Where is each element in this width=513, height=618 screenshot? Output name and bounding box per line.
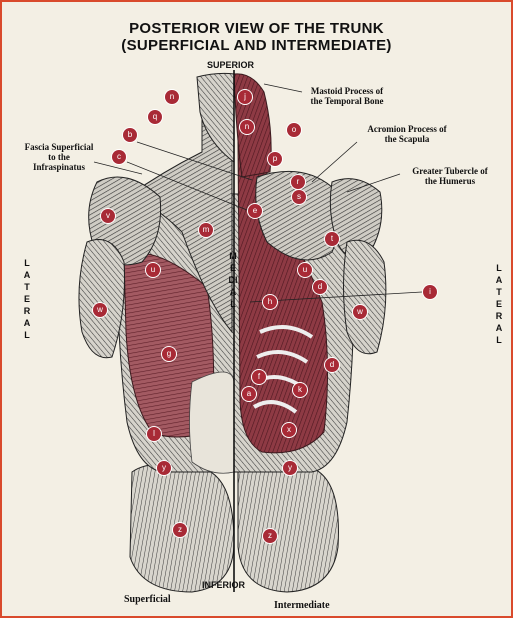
label-marker: z xyxy=(173,523,187,537)
label-marker: q xyxy=(148,110,162,124)
label-marker: d xyxy=(313,280,327,294)
label-marker: x xyxy=(282,423,296,437)
label-marker: i xyxy=(423,285,437,299)
label-marker: y xyxy=(283,461,297,475)
diagram-subtitle: (SUPERFICIAL AND INTERMEDIATE) xyxy=(2,37,511,54)
label-marker: j xyxy=(238,90,252,104)
label-marker: u xyxy=(298,263,312,277)
label-marker: f xyxy=(252,370,266,384)
label-marker: k xyxy=(293,383,307,397)
callout-fascia: Fascia Superficial to the Infraspinatus xyxy=(20,142,98,172)
callout-mastoid: Mastoid Process of the Temporal Bone xyxy=(292,86,402,106)
label-marker: t xyxy=(325,232,339,246)
label-marker: o xyxy=(287,123,301,137)
label-marker: s xyxy=(292,190,306,204)
label-marker: y xyxy=(157,461,171,475)
label-marker: w xyxy=(93,303,107,317)
label-marker: p xyxy=(268,152,282,166)
label-marker: g xyxy=(162,347,176,361)
lateral-right-label: LATERAL xyxy=(494,262,504,346)
label-marker: v xyxy=(101,209,115,223)
label-marker: r xyxy=(291,175,305,189)
label-marker: m xyxy=(199,223,213,237)
medial-label: MEDIAL xyxy=(228,250,238,310)
label-marker: c xyxy=(112,150,126,164)
label-marker: b xyxy=(123,128,137,142)
label-marker: l xyxy=(147,427,161,441)
footer-superficial: Superficial xyxy=(124,594,171,605)
lateral-left-label: LATERAL xyxy=(22,257,32,341)
label-marker: w xyxy=(353,305,367,319)
label-marker: z xyxy=(263,529,277,543)
footer-intermediate: Intermediate xyxy=(274,600,330,611)
label-marker: h xyxy=(263,295,277,309)
inferior-label: INFERIOR xyxy=(202,580,245,590)
label-marker: n xyxy=(165,90,179,104)
diagram-title: POSTERIOR VIEW OF THE TRUNK xyxy=(2,20,511,37)
callout-acromion: Acromion Process of the Scapula xyxy=(352,124,462,144)
superior-label: SUPERIOR xyxy=(207,60,254,70)
label-marker: e xyxy=(248,204,262,218)
label-marker: u xyxy=(146,263,160,277)
callout-greater-tubercle: Greater Tubercle of the Humerus xyxy=(400,166,500,186)
label-marker: d xyxy=(325,358,339,372)
label-marker: a xyxy=(242,387,256,401)
label-marker: n xyxy=(240,120,254,134)
